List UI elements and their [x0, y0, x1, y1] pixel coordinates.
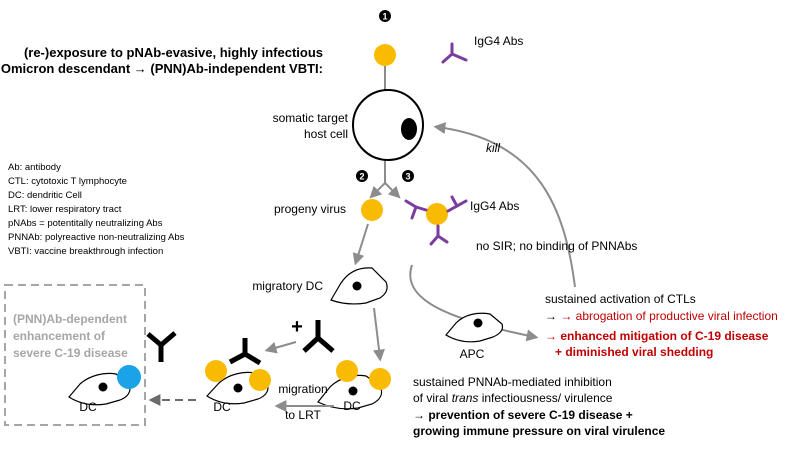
pnnab-line-2: of viral trans infectiousness/ virulence [413, 391, 613, 405]
apc-cell [445, 312, 504, 343]
legend-item-ctl: CTL: cytotoxic T lymphocyte [8, 176, 127, 187]
virus-on-dc-middle-1 [205, 360, 227, 382]
igg4-label-mid: IgG4 Abs [470, 199, 519, 213]
pnnab-line-1: sustained PNNAb-mediated inhibition [413, 375, 612, 389]
progeny-to-dc-arrow [352, 223, 369, 266]
igg4-antibody-top [441, 42, 468, 64]
pnnab-antibody-left [146, 331, 177, 362]
virus-on-dc-left [117, 365, 141, 389]
legend-item-lrt: LRT: lower respiratory tract [8, 204, 122, 215]
ctl-line-4: + diminished viral shedding [555, 345, 713, 359]
ctl-line-1: sustained activation of CTLs [545, 292, 696, 306]
virus-on-dc-right-2 [369, 368, 391, 390]
step-marker-3: 3 [402, 170, 414, 182]
step-marker-2: 2 [356, 170, 368, 182]
host-cell-nucleus [401, 118, 417, 140]
apc-label: APC [460, 347, 485, 361]
progeny-label: progeny virus [274, 202, 346, 216]
igg4-label-top: IgG4 Abs [474, 34, 523, 48]
pnnab-antibody-bound [228, 338, 262, 366]
dc-right-label: DC [343, 399, 361, 413]
ctl-line-2: → → abrogation of productive viral infec… [545, 309, 778, 323]
igg4-bound-virus [426, 203, 448, 225]
pnnab-line-3: → prevention of severe C-19 disease + [413, 408, 633, 422]
legend-item-pnabs: pNAbs = potentitally neutralizing Abs [8, 218, 163, 229]
kill-arrow [433, 122, 576, 288]
step-number-3: 3 [405, 172, 410, 182]
split-arrow-igg4 [384, 182, 401, 199]
no-sir-label: no SIR; no binding of PNNAbs [476, 239, 637, 253]
pnnab-line-4: growing immune pressure on viral virulen… [413, 424, 665, 438]
igg4-antibody-bottom [429, 224, 449, 246]
ade-line-3: severe C-19 disease [13, 346, 128, 360]
igg4-to-apc-arrow [409, 264, 539, 342]
legend-item-dc: DC: dendritic Cell [8, 190, 82, 201]
legend-item-ab: Ab: antibody [8, 162, 61, 173]
legend-item-vbti: VBTI: vaccine breakthrough infection [8, 246, 163, 257]
kill-label: kill [486, 141, 500, 155]
virus-on-dc-middle-2 [249, 369, 271, 391]
step-number-1: 1 [382, 12, 387, 22]
antibody-binding-arrow [264, 341, 297, 354]
incoming-virus [374, 44, 396, 66]
pnnab-line-2-italic: trans [452, 391, 479, 405]
split-arrow-progeny [369, 182, 386, 199]
pnnab-line-2-post: infectiousness/ virulence [478, 391, 612, 405]
title-line-2: Omicron descendant → (PNN)Ab-independent… [1, 61, 323, 76]
pnnab-line-2-pre: of viral [413, 391, 452, 405]
title-line-1: (re-)exposure to pNAb-evasive, highly in… [24, 45, 323, 60]
ade-dashed-box [4, 284, 146, 426]
step-number-2: 2 [359, 172, 364, 182]
dc-migration-arrow [373, 307, 385, 362]
dc-middle-label: DC [213, 400, 231, 414]
host-cell [352, 89, 424, 161]
igg4-antibody-right [446, 195, 468, 213]
igg4-antibody-left [404, 199, 428, 220]
abbreviation-legend: Ab: antibody CTL: cytotoxic T lymphocyte… [8, 162, 185, 257]
dc-cell-left [68, 372, 131, 406]
virus-on-dc-right-1 [336, 360, 358, 382]
ade-line-2: enhancement of [13, 329, 106, 343]
ctl-line-3: → enhanced mitigation of C-19 disease [545, 329, 769, 343]
migration-label-2: to LRT [285, 408, 321, 422]
ade-line-1: (PNN)Ab-dependent [13, 312, 127, 326]
host-cell-label-2: host cell [304, 127, 348, 141]
dc-left-label: DC [79, 400, 97, 414]
legend-item-pnnab: PNNAb: polyreactive non-neutralizing Abs [8, 232, 185, 243]
step-marker-1: 1 [379, 10, 391, 22]
pnnab-antibody-free [302, 320, 335, 353]
plus-sign: + [291, 316, 303, 338]
ctl-line-2-text: → abrogation of productive viral infecti… [560, 309, 777, 323]
migratory-dc-label: migratory DC [252, 279, 323, 293]
migratory-dc-cell [330, 267, 388, 305]
migration-label-1: migration [278, 382, 327, 396]
host-cell-label-1: somatic target [273, 111, 349, 125]
progeny-virus [361, 199, 383, 221]
